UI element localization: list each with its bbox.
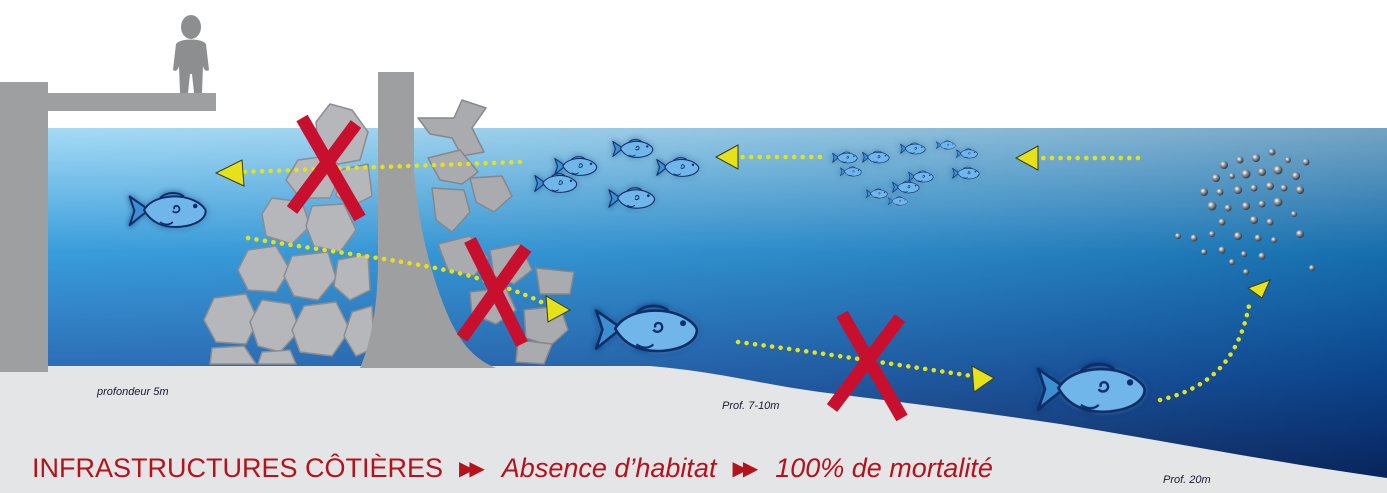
cross-upper (286, 114, 366, 222)
arrowhead-upper-left (214, 159, 245, 187)
arrowhead-middle (545, 295, 572, 323)
caption-infrastructures: INFRASTRUCTURES CÔTIÈRES (32, 452, 444, 483)
mortality-crosses (286, 114, 908, 422)
person-silhouette (173, 15, 209, 93)
dotted-path-upper-left (237, 159, 523, 175)
depth-label-shallow: profondeur 5m (97, 386, 169, 398)
caption-absence-habitat: Absence d’habitat (501, 452, 717, 483)
caption-mortality: 100% de mortalité (775, 452, 993, 483)
caption-arrow-2: ▶▶ (732, 457, 758, 480)
seawall (360, 72, 496, 368)
dotted-path-rising (1157, 297, 1253, 403)
arrowhead-rising (1246, 279, 1271, 299)
arrowheads (214, 144, 1271, 393)
depth-label-mid: Prof. 7-10m (722, 400, 780, 412)
rock-rubble (203, 103, 375, 365)
seabed (0, 366, 1387, 493)
migration-paths (237, 154, 1253, 403)
arrowhead-lower (971, 365, 995, 393)
quay-structure (0, 82, 216, 372)
larvae-cloud (1175, 148, 1315, 275)
cross-lower (826, 310, 908, 422)
caption: INFRASTRUCTURES CÔTIÈRES ▶▶ Absence d’ha… (32, 448, 993, 488)
caption-arrow-1: ▶▶ (459, 457, 485, 480)
depth-label-deep: Prof. 20m (1163, 474, 1211, 486)
cross-middle (456, 237, 532, 347)
dotted-path-lower (735, 339, 975, 379)
arrowhead-upper-right (1014, 145, 1039, 171)
arrowhead-upper-mid (714, 144, 739, 170)
